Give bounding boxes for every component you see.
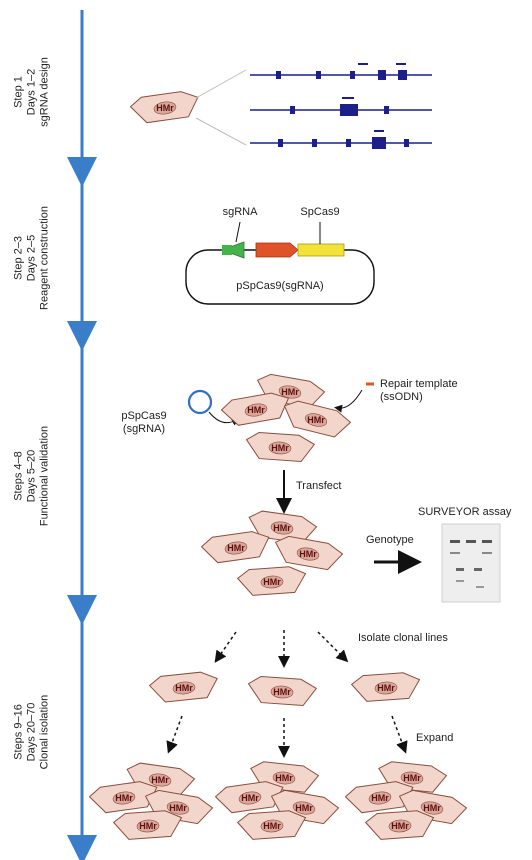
cell-label: HMr [227, 543, 245, 553]
cell-label: HMr [273, 687, 291, 697]
isolate-arrow-right [317, 631, 349, 663]
cas9-label: SpCas9 [300, 206, 340, 218]
expand-arrow-right [391, 715, 408, 754]
cell-label: HMr [295, 803, 313, 813]
cell-label: HMr [273, 523, 291, 533]
stage-label-4: Steps 9–16 Days 20–70 Clonal isolation [12, 694, 51, 770]
plasmid-map [185, 221, 375, 305]
plasmid-name: pSpCas9(sgRNA) [236, 280, 324, 292]
stage-label-1: Step 1 Days 1–2 sgRNA design [12, 57, 51, 127]
cell-label: HMr [271, 443, 289, 453]
gene-locus-2 [250, 97, 432, 116]
genotype-label: Genotype [366, 534, 414, 546]
gene-locus-3 [250, 130, 432, 149]
gel-image [441, 523, 501, 603]
expand-arrow-left [166, 715, 183, 754]
cell-label: HMr [423, 803, 441, 813]
repair-template-label: Repair template (ssODN) [380, 378, 458, 403]
cell-label: HMr [275, 773, 293, 783]
cell-label: HMr [263, 821, 281, 831]
cell-label: HMr [156, 103, 174, 113]
stage-label-3: Steps 4–8 Days 5–20 Functional validatio… [12, 425, 51, 527]
cell-label: HMr [241, 793, 259, 803]
gene-locus-1 [250, 63, 432, 80]
cell-label: HMr [391, 821, 409, 831]
cell-label: HMr [377, 683, 395, 693]
sgrna-label: sgRNA [222, 206, 258, 218]
assay-label: SURVEYOR assay [418, 506, 512, 518]
cell-label: HMr [403, 773, 421, 783]
transfect-label: Transfect [296, 480, 342, 492]
cell-label: HMr [281, 387, 299, 397]
isolate-label: Isolate clonal lines [358, 632, 448, 644]
cell-label: HMr [247, 405, 265, 415]
expand-label: Expand [416, 732, 454, 744]
cell-label: HMr [371, 793, 389, 803]
transfection-plasmid-label: pSpCas9 (sgRNA) [121, 410, 167, 435]
cell-label: HMr [299, 549, 317, 559]
cell-label: HMr [169, 803, 187, 813]
cell-label: HMr [175, 683, 193, 693]
stage-label-2: Step 2–3 Days 2–5 Reagent construction [12, 206, 51, 310]
cell-label: HMr [307, 415, 325, 425]
cell-label: HMr [263, 577, 281, 587]
plasmid-circle-icon [187, 389, 213, 415]
isolate-arrow-left [214, 631, 237, 663]
cell-label: HMr [115, 793, 133, 803]
cell-label: HMr [151, 775, 169, 785]
cell-label: HMr [139, 821, 157, 831]
